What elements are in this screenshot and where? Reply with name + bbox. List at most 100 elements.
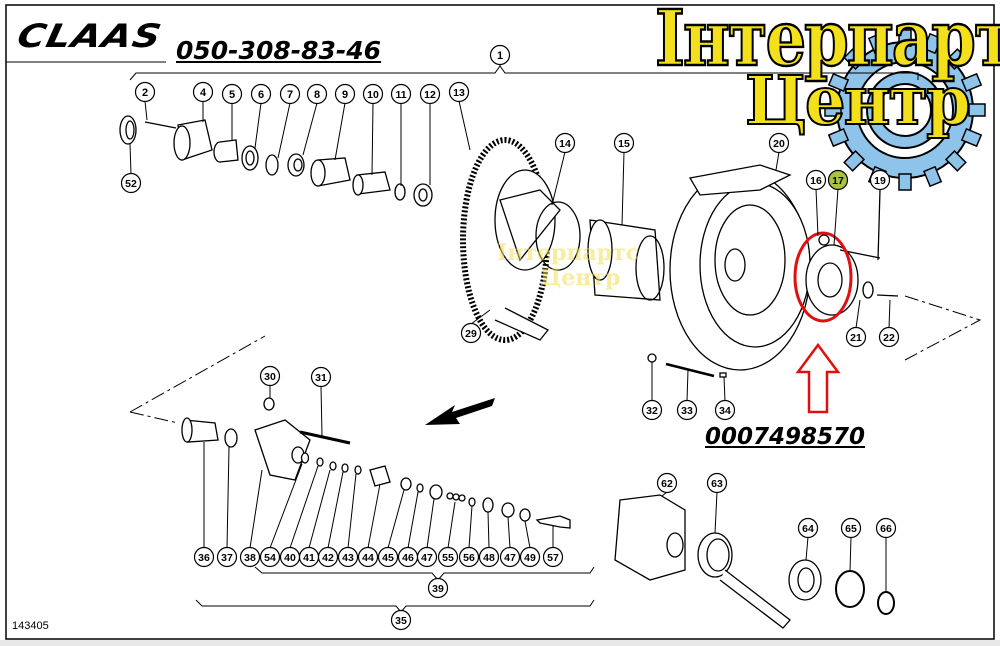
callout-19: 19 [869, 169, 891, 191]
callout-leader-line [551, 151, 566, 206]
gear-tooth [827, 72, 850, 93]
callout-14: 14 [554, 132, 576, 154]
callout-circle [134, 81, 156, 103]
callout-label: 1 [497, 50, 503, 62]
callout-circle [259, 365, 281, 387]
callout-leader-line [714, 491, 718, 534]
callout-label: 45 [382, 552, 394, 564]
callout-55: 55 [437, 546, 459, 568]
callout-21: 21 [845, 326, 867, 348]
callout-leader-line [447, 501, 456, 549]
callout-leader-line [458, 100, 471, 151]
callout-35: 35 [390, 609, 412, 631]
callout-label: 49 [524, 552, 536, 564]
callout-10: 10 [362, 83, 384, 105]
callout-circle [362, 83, 384, 105]
callout-circle [216, 546, 238, 568]
callout-leader-line [815, 188, 819, 237]
callout-5: 5 [221, 83, 243, 105]
callout-label: 14 [559, 138, 571, 150]
callout-label: 54 [264, 552, 276, 564]
callout-leader-line [334, 102, 346, 161]
callout-6: 6 [250, 83, 272, 105]
callout-32: 32 [641, 399, 663, 421]
callout-circle [845, 326, 867, 348]
callout-circle [827, 169, 849, 191]
callout-label: 33 [681, 405, 693, 417]
callout-circle [239, 546, 261, 568]
callout-label: 42 [322, 552, 334, 564]
callout-31: 31 [310, 366, 332, 388]
callout-circle [519, 546, 541, 568]
callout-circle [448, 81, 470, 103]
callout-leader-line [144, 100, 148, 121]
callout-circle [317, 546, 339, 568]
callout-30: 30 [259, 365, 281, 387]
callout-circle [306, 83, 328, 105]
callout-label: 34 [719, 405, 731, 417]
gear-tooth [922, 32, 943, 55]
callout-label: 48 [483, 552, 495, 564]
callout-leader-line [507, 516, 511, 549]
callout-label: 15 [618, 138, 630, 150]
callout-33: 33 [676, 399, 698, 421]
callout-36: 36 [193, 546, 215, 568]
callout-circle [192, 81, 214, 103]
callout-circle [489, 44, 511, 66]
highlight-circle [793, 231, 853, 323]
callout-circle [840, 517, 862, 539]
callout-label: 63 [711, 478, 723, 490]
callout-label: 9 [342, 89, 348, 101]
callout-66: 66 [875, 517, 897, 539]
callout-circle [706, 472, 728, 494]
callout-57: 57 [542, 546, 564, 568]
watermark-faint-line1: Інтерпартс [497, 240, 640, 266]
callout-43: 43 [337, 546, 359, 568]
callout-label: 8 [314, 89, 320, 101]
callout-41: 41 [298, 546, 320, 568]
callout-leader-line [302, 102, 318, 156]
callout-8: 8 [306, 83, 328, 105]
callout-label: 22 [883, 332, 895, 344]
callout-label: 55 [442, 552, 454, 564]
callout-leader-line [407, 491, 419, 549]
callout-34: 34 [714, 399, 736, 421]
callout-40: 40 [279, 546, 301, 568]
callout-label: 31 [315, 372, 327, 384]
callout-47: 47 [416, 546, 438, 568]
callout-circle [869, 169, 891, 191]
callout-leader-line [833, 188, 839, 246]
callout-2: 2 [134, 81, 156, 103]
gear-tooth [843, 149, 866, 172]
callout-circle [656, 472, 678, 494]
callout-circle [875, 517, 897, 539]
callout-label: 30 [264, 371, 276, 383]
callout-label: 37 [221, 552, 233, 564]
direction-arrow-icon [425, 398, 495, 425]
callout-39: 39 [427, 577, 449, 599]
callout-circle [390, 83, 412, 105]
callout-47: 47 [499, 546, 521, 568]
callout-leader-line [371, 102, 374, 176]
callout-leader-line [470, 309, 491, 325]
callout-label: 4 [200, 87, 207, 99]
part-number: 0007498570 [705, 424, 866, 450]
callout-label: 64 [802, 523, 814, 535]
callout-13: 13 [448, 81, 470, 103]
gear-tooth [960, 72, 983, 93]
callout-circle [768, 132, 790, 154]
callout-15: 15 [613, 132, 635, 154]
callout-label: 10 [367, 89, 379, 101]
callout-label: 32 [646, 405, 658, 417]
gear-tooth [960, 127, 983, 148]
callout-17: 17 [827, 169, 849, 191]
callout-label: 17 [832, 175, 844, 187]
callout-63: 63 [706, 472, 728, 494]
callout-circle [805, 169, 827, 191]
gear-tooth [867, 32, 888, 55]
callout-circle [193, 546, 215, 568]
frame [5, 4, 995, 640]
callout-65: 65 [840, 517, 862, 539]
callout-label: 65 [845, 523, 857, 535]
callout-label: 16 [810, 175, 822, 187]
